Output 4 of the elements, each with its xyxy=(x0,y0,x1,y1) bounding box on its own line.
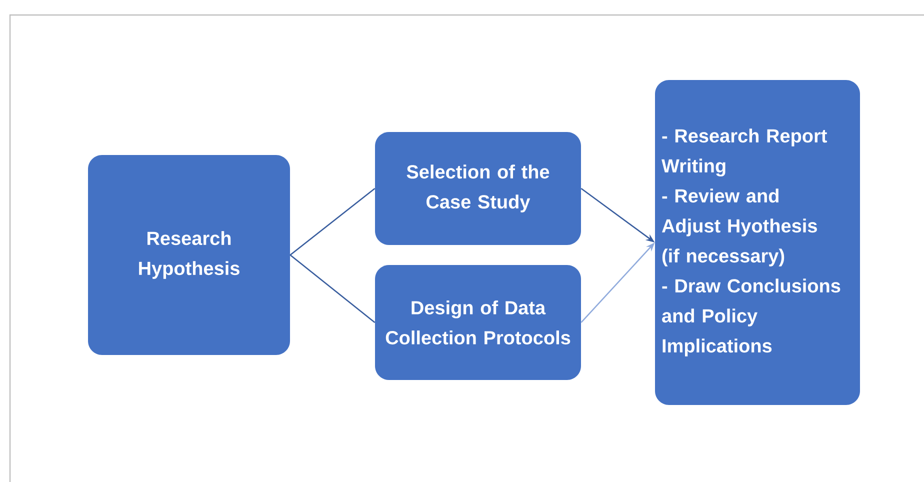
process-box: Selection of the Case Study xyxy=(375,132,581,245)
process-box: Research Hypothesis xyxy=(88,155,290,355)
outcome-box: - Research Report Writing - Review and Adjust Hyothesis (if necessary) - Draw Conclusions and Policy Implications xyxy=(655,80,860,405)
process-box: Design of Data Collection Protocols xyxy=(375,265,581,380)
